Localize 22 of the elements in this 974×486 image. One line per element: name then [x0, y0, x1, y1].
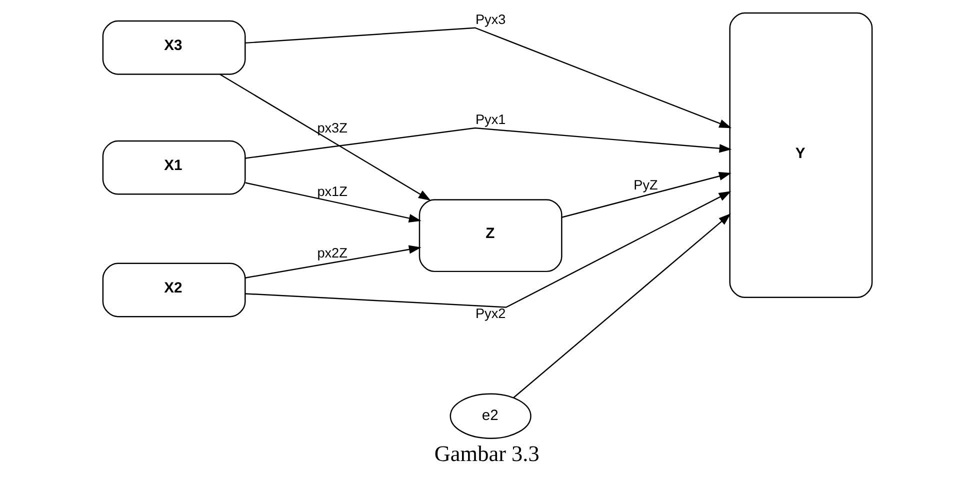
- edge-label: Pyx2: [474, 306, 506, 322]
- edge-label: px3Z: [316, 120, 347, 136]
- edge-label: px2Z: [316, 246, 347, 261]
- node-ellipse: e2: [449, 393, 531, 439]
- arrow: [244, 245, 421, 278]
- node-box: X3: [102, 20, 246, 75]
- arrow: [561, 172, 731, 218]
- arrow: [244, 182, 421, 222]
- arrow: [244, 127, 732, 159]
- edge-label: Pyx3: [474, 12, 506, 27]
- node-box: Y: [728, 12, 872, 298]
- arrow: [512, 213, 730, 398]
- arrow: [244, 191, 731, 308]
- node-box: Z: [418, 199, 562, 272]
- edge-label: px1Z: [316, 184, 347, 199]
- node-box: X2: [102, 262, 246, 318]
- edge-label: Pyx1: [474, 112, 506, 128]
- node-box: X1: [102, 140, 246, 195]
- caption: Gambar 3.3: [434, 441, 539, 466]
- arrow: [244, 27, 732, 128]
- edge-label: PyZ: [633, 178, 658, 193]
- arrow: [219, 74, 430, 201]
